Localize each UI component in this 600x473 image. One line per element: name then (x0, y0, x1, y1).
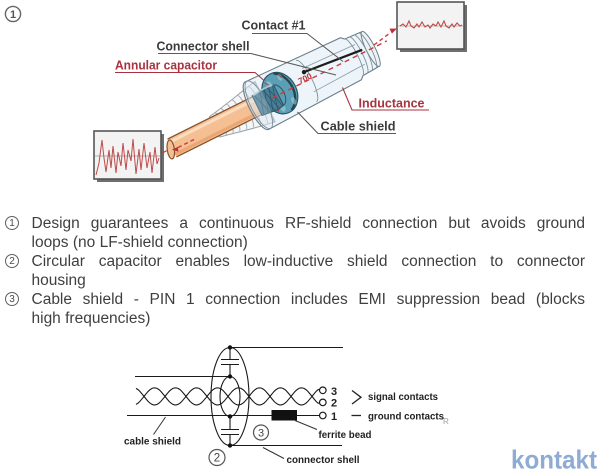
svg-text:ground contacts: ground contacts (368, 411, 444, 422)
svg-text:1: 1 (10, 9, 16, 21)
svg-text:signal contacts: signal contacts (368, 392, 438, 403)
svg-text:kontakt: kontakt (511, 445, 597, 473)
svg-text:3: 3 (331, 386, 337, 398)
svg-text:3: 3 (258, 428, 264, 440)
svg-text:2: 2 (214, 453, 220, 465)
svg-text:Connector shell: Connector shell (157, 40, 250, 54)
svg-text:cable shield: cable shield (124, 437, 181, 448)
svg-text:1: 1 (331, 411, 337, 423)
svg-text:R: R (443, 417, 449, 426)
svg-text:Cable shield: Cable shield (321, 120, 396, 134)
svg-text:connector shell: connector shell (287, 455, 360, 466)
svg-text:Annular capacitor: Annular capacitor (115, 59, 217, 73)
svg-text:ferrite bead: ferrite bead (319, 430, 372, 441)
svg-text:Inductance: Inductance (359, 97, 425, 111)
svg-text:Contact #1: Contact #1 (242, 19, 306, 33)
svg-text:2: 2 (331, 397, 337, 409)
